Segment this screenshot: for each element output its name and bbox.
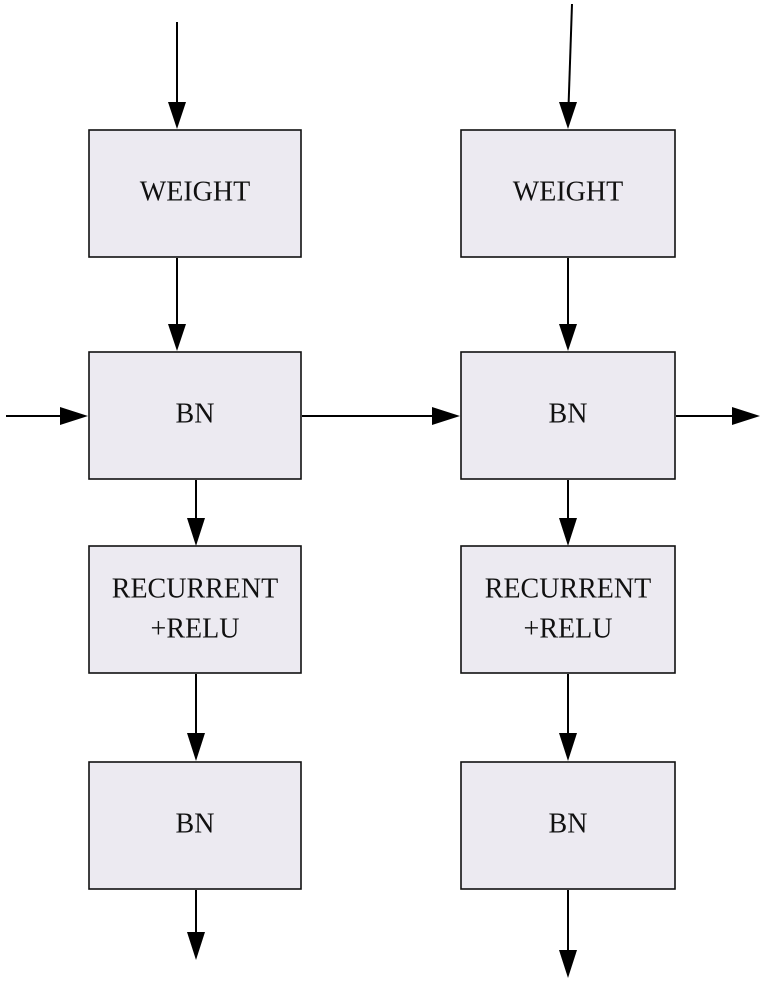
recurrent-relu-box-col1: RECURRENT +RELU [88, 545, 302, 674]
recurrent-label-line1-col1: RECURRENT [112, 573, 278, 604]
output-arrowhead-col2 [559, 950, 577, 978]
bn-bottom-box-col2: BN [460, 761, 676, 890]
weight-box-col1: WEIGHT [88, 129, 302, 258]
weight-box-col2: WEIGHT [460, 129, 676, 258]
recurrent-to-bn-arrowhead-col2 [559, 733, 577, 761]
input-arrowhead-col1 [168, 102, 186, 129]
column-link-arrowhead [432, 407, 460, 425]
bn-bottom-box-col1: BN [88, 761, 302, 890]
bn-top-label-col1: BN [176, 398, 215, 429]
output-arrowhead-col1 [187, 932, 205, 960]
weight-to-bn-arrowhead-col1 [168, 324, 186, 351]
input-arrow-col2-line [567, 3, 573, 105]
recurrent-label-line2-col2: +RELU [524, 613, 613, 644]
bn-to-recurrent-arrowhead-col1 [187, 518, 205, 546]
bn-to-recurrent-arrowhead-col2 [559, 518, 577, 546]
recurrent-to-bn-arrowhead-col1 [187, 733, 205, 761]
weight-to-bn-arrowhead-col2 [559, 324, 577, 351]
recurrent-label-line2-col1: +RELU [151, 613, 240, 644]
input-arrowhead-col2 [559, 102, 577, 129]
right-output-arrowhead [732, 407, 760, 425]
weight-label-col2: WEIGHT [513, 176, 623, 207]
bn-top-box-col1: BN [88, 351, 302, 480]
left-input-arrowhead [60, 407, 88, 425]
recurrent-label-line1-col2: RECURRENT [485, 573, 651, 604]
bn-bottom-label-col2: BN [549, 808, 588, 839]
bn-top-label-col2: BN [549, 398, 588, 429]
bn-top-box-col2: BN [460, 351, 676, 480]
recurrent-relu-box-col2: RECURRENT +RELU [460, 545, 676, 674]
weight-label-col1: WEIGHT [140, 176, 250, 207]
bn-bottom-label-col1: BN [176, 808, 215, 839]
